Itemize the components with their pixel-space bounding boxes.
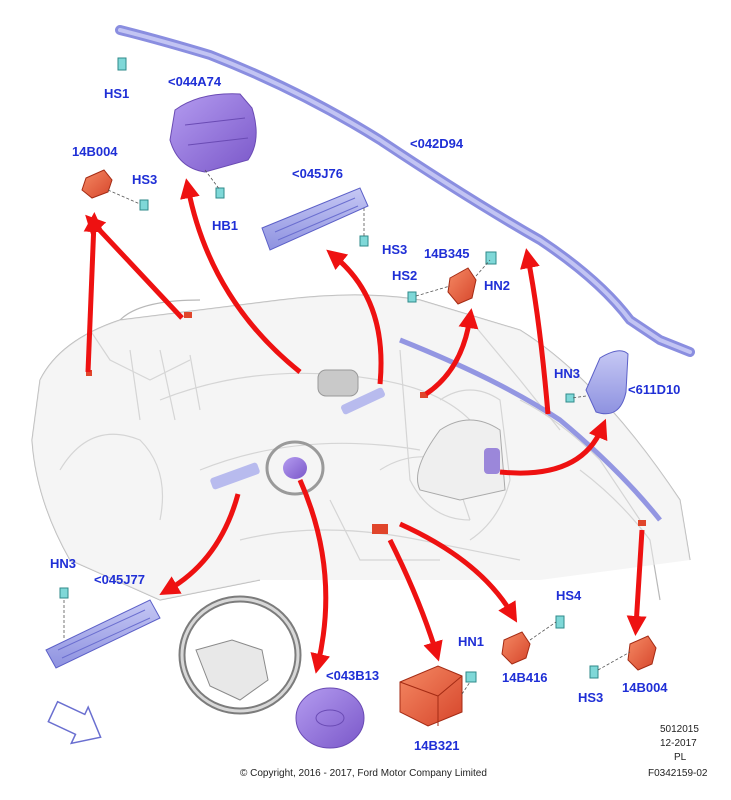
label-14b004-bottom: 14B004	[622, 680, 668, 695]
seat-airbag	[585, 350, 629, 415]
module-14b004-bottom	[627, 635, 657, 671]
callout-arrows	[83, 178, 647, 674]
dash-airbag-in-car	[317, 369, 359, 397]
fasteners	[59, 57, 599, 683]
label-hn3-right: HN3	[554, 366, 581, 381]
label-14b345: 14B345	[424, 246, 470, 261]
label-611d10: <611D10	[628, 382, 681, 397]
module-14b321	[399, 665, 463, 727]
label-hs1: HS1	[104, 86, 130, 101]
knee-airbag-driver	[45, 599, 161, 669]
copyright: © Copyright, 2016 - 2017, Ford Motor Com…	[240, 768, 487, 779]
label-hs3-mid: HS3	[382, 242, 408, 257]
label-hb1: HB1	[212, 218, 239, 233]
label-14b321: 14B321	[414, 738, 460, 753]
leader-lines	[63, 169, 631, 695]
doc-code: 5012015	[660, 724, 699, 735]
doc-ref: F0342159-02	[648, 768, 708, 779]
passenger-knee-airbag-in-car	[341, 387, 385, 415]
knee-airbag-passenger	[261, 187, 369, 251]
passenger-airbag	[169, 93, 257, 173]
knee-airbag-in-car	[210, 462, 260, 490]
module-14b416	[501, 631, 531, 665]
label-hs3-bottom: HS3	[578, 690, 604, 705]
doc-lang: PL	[674, 752, 687, 763]
label-043b13: <043B13	[326, 668, 380, 683]
label-042d94: <042D94	[410, 136, 464, 151]
label-hs2: HS2	[392, 268, 418, 283]
doc-date: 12-2017	[660, 738, 697, 749]
module-14b004-top	[81, 169, 113, 199]
label-hs4: HS4	[556, 588, 582, 603]
seat-airbag-in-car	[484, 448, 500, 474]
label-hs3-top: HS3	[132, 172, 158, 187]
steering-wheel	[178, 595, 302, 715]
steering-wheel-in-car	[265, 440, 325, 496]
label-hn3-left: HN3	[50, 556, 77, 571]
front-direction-arrow-icon	[47, 700, 102, 745]
module-14b345	[447, 267, 477, 305]
driver-airbag	[295, 687, 365, 749]
module-locations-in-car	[86, 312, 646, 534]
label-14b416: 14B416	[502, 670, 548, 685]
label-hn1: HN1	[458, 634, 485, 649]
seat	[417, 419, 506, 501]
label-045j77: <045J77	[94, 572, 145, 587]
label-044a74: <044A74	[168, 74, 222, 89]
label-hn2: HN2	[484, 278, 511, 293]
label-14b004-top: 14B004	[72, 144, 118, 159]
label-045j76: <045J76	[292, 166, 343, 181]
vehicle-body-fill	[32, 295, 690, 600]
